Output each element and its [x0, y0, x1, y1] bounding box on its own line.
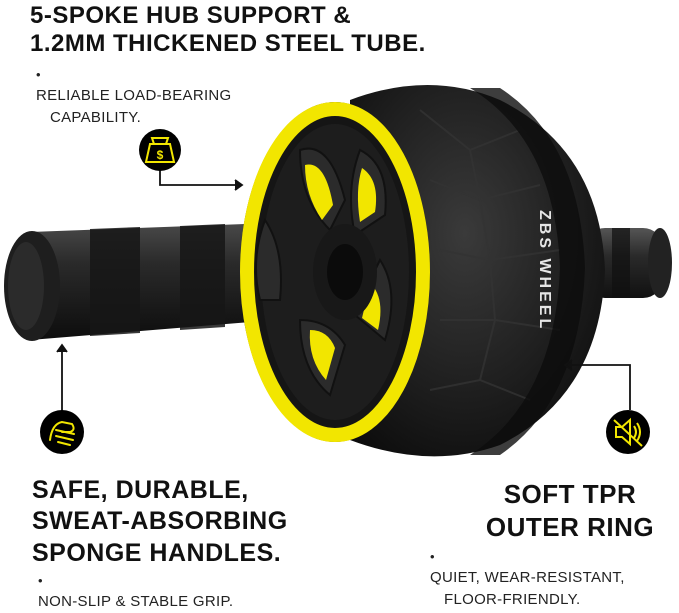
wheel-brand-label: ZBS WHEEL	[536, 210, 553, 331]
tpr-ring-bullet: • QUIET, WEAR-RESISTANT, FLOOR-FRIENDLY.	[430, 548, 625, 610]
sponge-handles-headline-line: SAFE, DURABLE,	[32, 476, 249, 504]
hub-support-bullet-line: • RELIABLE LOAD-BEARING	[36, 66, 232, 107]
bullet-text: NON-SLIP & STABLE GRIP.	[38, 592, 234, 610]
hub-support-bullet-line: CAPABILITY.	[50, 108, 142, 126]
ab-wheel-illustration: ZBS WHEEL $	[4, 85, 672, 457]
tpr-ring-bullet-line: FLOOR-FRIENDLY.	[444, 590, 581, 608]
sponge-handles-headline: SAFE, DURABLE, SWEAT-ABSORBING SPONGE HA…	[32, 475, 288, 569]
sponge-handles-headline-line: SPONGE HANDLES.	[32, 538, 282, 567]
hub-support-headline-line: 5-SPOKE HUB SUPPORT &	[30, 2, 352, 29]
tpr-ring-headline-line: OUTER RING	[485, 511, 655, 542]
tpr-ring-headline-line: SOFT TPR	[503, 479, 637, 509]
bullet-dot-icon: •	[430, 549, 435, 564]
bullet-text: QUIET, WEAR-RESISTANT,	[430, 568, 625, 586]
bullet-dot-icon: •	[38, 573, 43, 588]
hub-support-headline: 5-SPOKE HUB SUPPORT & 1.2MM THICKENED ST…	[30, 2, 426, 59]
product-infographic: ZBS WHEEL $	[4, 2, 672, 610]
sponge-handles-headline-line: SWEAT-ABSORBING	[32, 507, 288, 536]
pointer-lines	[56, 165, 631, 420]
tpr-ring-bullet-line: • QUIET, WEAR-RESISTANT,	[430, 548, 625, 589]
bullet-text: RELIABLE LOAD-BEARING	[36, 86, 232, 104]
bullet-dot-icon: •	[36, 67, 41, 82]
mute-speaker-icon	[606, 410, 650, 454]
money-bag-icon: $	[139, 129, 181, 171]
hand-grip-icon	[40, 410, 84, 454]
hub-support-bullet: • RELIABLE LOAD-BEARING CAPABILITY.	[36, 66, 232, 128]
svg-text:$: $	[157, 148, 164, 162]
tpr-ring-headline: SOFT TPR OUTER RING	[480, 478, 660, 543]
right-handle	[585, 228, 672, 298]
hub-support-headline-line: 1.2MM THICKENED STEEL TUBE.	[30, 30, 426, 58]
sponge-handles-bullet: • NON-SLIP & STABLE GRIP.	[38, 572, 233, 613]
wheel: ZBS WHEEL	[240, 85, 605, 457]
sponge-handles-bullet-line: • NON-SLIP & STABLE GRIP.	[38, 572, 233, 613]
